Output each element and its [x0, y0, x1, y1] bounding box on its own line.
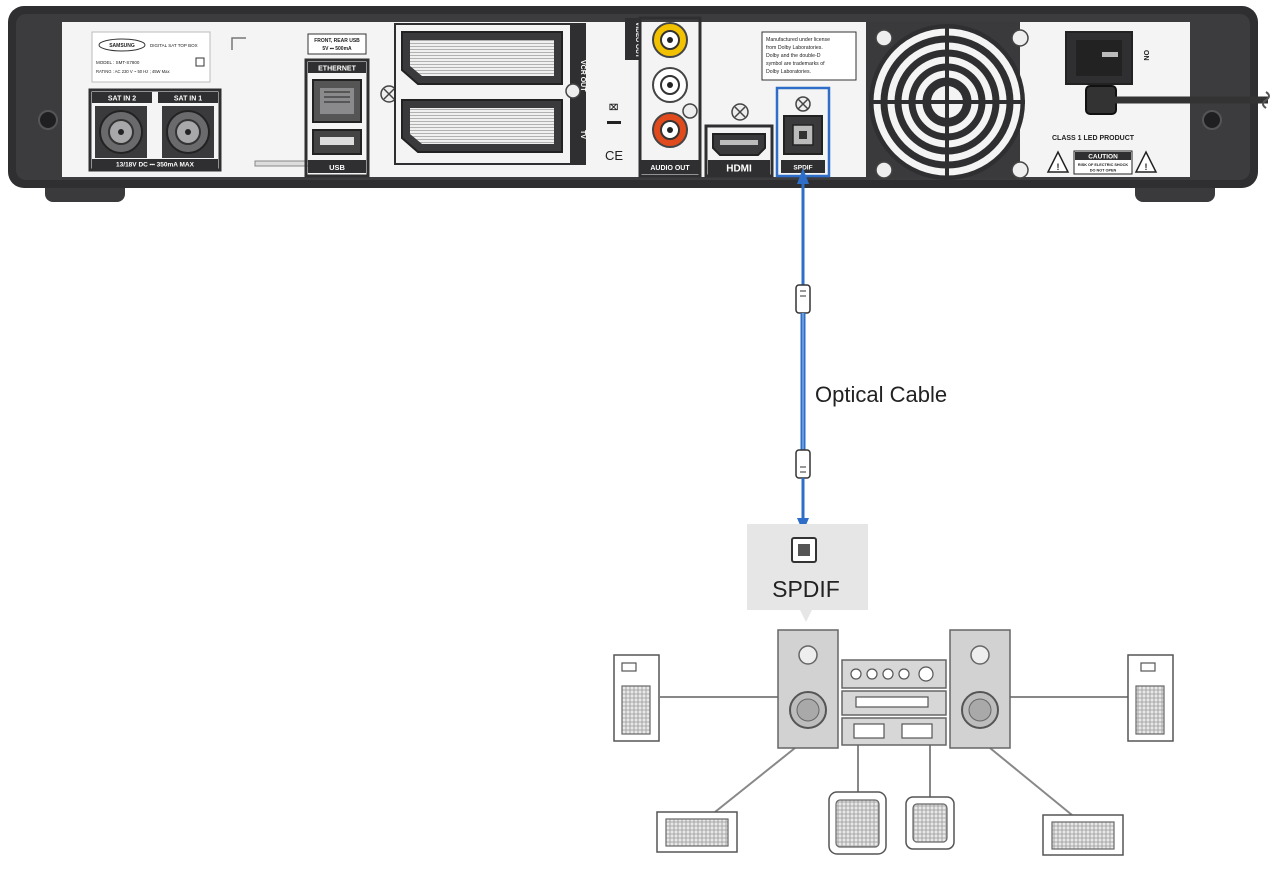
fan-screw [875, 29, 893, 47]
ce-mark: CE [605, 148, 623, 163]
spdif-port-block: SPDIF [775, 86, 831, 178]
dolby-note-2: from Dolby Laboratories. [766, 45, 823, 51]
ethernet-label: ETHERNET [318, 66, 356, 73]
video-out-label: VIDEO OUT [634, 22, 641, 58]
caution-title: CAUTION [1088, 154, 1118, 161]
cooling-fan [866, 22, 1029, 180]
recycle-mark [195, 57, 205, 67]
weee-icon: ⌧ [609, 103, 618, 112]
dolby-note-3: Dolby and the double-D [766, 53, 821, 59]
callout-bubble [747, 524, 868, 622]
usb-rating-value: 5V ⎓ 500mA [322, 46, 352, 52]
svg-text:!: ! [1145, 162, 1148, 172]
svg-text:!: ! [1057, 162, 1060, 172]
caution-label: ! CAUTION RISK OF ELECTRIC SHOCK DO NOT … [1046, 150, 1158, 175]
caution-line-2: DO NOT OPEN [1090, 169, 1117, 173]
power-on-label: ON [1142, 50, 1149, 61]
cable-plug-top [795, 284, 811, 314]
rca-block: VIDEO OUT AUDIO OUT [625, 16, 702, 178]
hdmi-label: HDMI [726, 164, 752, 175]
front-speaker-right [949, 629, 1011, 749]
usb-rating-title: FRONT, REAR USB [314, 38, 360, 44]
set-top-box-rear-panel: SAMSUNG DIGITAL SAT TOP BOX MODEL : SMT-… [8, 6, 1270, 202]
class-1-led-label: CLASS 1 LED PRODUCT [1052, 135, 1135, 142]
sat-power-label: 13/18V DC ⎓ 350mA MAX [116, 162, 195, 169]
fan-screw [1011, 29, 1029, 47]
model-title: DIGITAL SAT TOP BOX [150, 43, 198, 48]
audio-out-label: AUDIO OUT [650, 165, 690, 172]
spdif-input-label: SPDIF [772, 576, 840, 602]
screw [682, 103, 698, 119]
spdif-input-callout: SPDIF [747, 524, 868, 622]
model-line: MODEL : SMT-S7800 [96, 60, 140, 65]
home-theatre-system [613, 629, 1174, 856]
satellite-speaker-left [613, 654, 660, 742]
dolby-note-4: symbol are trademarks of [766, 61, 825, 67]
fan-screw [1011, 161, 1029, 179]
scart-block: VCR OUT TV [394, 23, 586, 165]
optical-cable-label: Optical Cable [815, 382, 947, 407]
sat-in-2-label: SAT IN 2 [108, 96, 136, 103]
tv-label: TV [579, 130, 586, 139]
optical-cable: Optical Cable [795, 168, 947, 532]
fan-screw [875, 161, 893, 179]
arrow-up-icon [797, 168, 809, 184]
dolby-note-1: Manufactured under license [766, 37, 830, 43]
side-screw-right [1202, 110, 1222, 130]
rear-speaker-left [656, 811, 738, 853]
weee-bar [607, 121, 621, 124]
speaker-wiring [660, 696, 1128, 816]
hdmi-block: HDMI [704, 103, 774, 178]
dolby-note: Manufactured under license from Dolby La… [761, 31, 857, 81]
av-receiver-stack [841, 659, 947, 746]
model-sticker: SAMSUNG DIGITAL SAT TOP BOX MODEL : SMT-… [91, 31, 211, 83]
rating-line: RATING : AC 230 V ~ 50 Hz ; 45W Max [96, 69, 170, 74]
dolby-note-5: Dolby Laboratories. [766, 69, 811, 75]
warning-icon [1046, 150, 1070, 173]
vcr-out-label: VCR OUT [579, 60, 586, 92]
side-screw-left [38, 110, 58, 130]
sat-in-block: SAT IN 2 SAT IN 1 13/18V DC ⎓ 350mA MAX [88, 88, 222, 172]
usb-label: USB [329, 163, 345, 172]
center-speaker [905, 796, 955, 850]
spdif-port-label: SPDIF [793, 165, 812, 172]
corner-mark [231, 37, 246, 50]
cord-break-icon [1262, 91, 1270, 109]
caution-line-1: RISK OF ELECTRIC SHOCK [1078, 163, 1128, 167]
ethernet-usb-block: FRONT, REAR USB 5V ⎓ 500mA ETHERNET USB [304, 33, 370, 178]
subwoofer [828, 791, 887, 855]
brand-logo: SAMSUNG [109, 43, 135, 49]
satellite-speaker-right [1127, 654, 1174, 742]
cable-plug-bottom [795, 449, 811, 479]
rear-speaker-right [1042, 814, 1124, 856]
shock-warning-icon [1134, 150, 1158, 173]
front-speaker-left [777, 629, 839, 749]
sat-in-1-label: SAT IN 1 [174, 96, 202, 103]
power-switch-block: ON [1065, 31, 1149, 115]
